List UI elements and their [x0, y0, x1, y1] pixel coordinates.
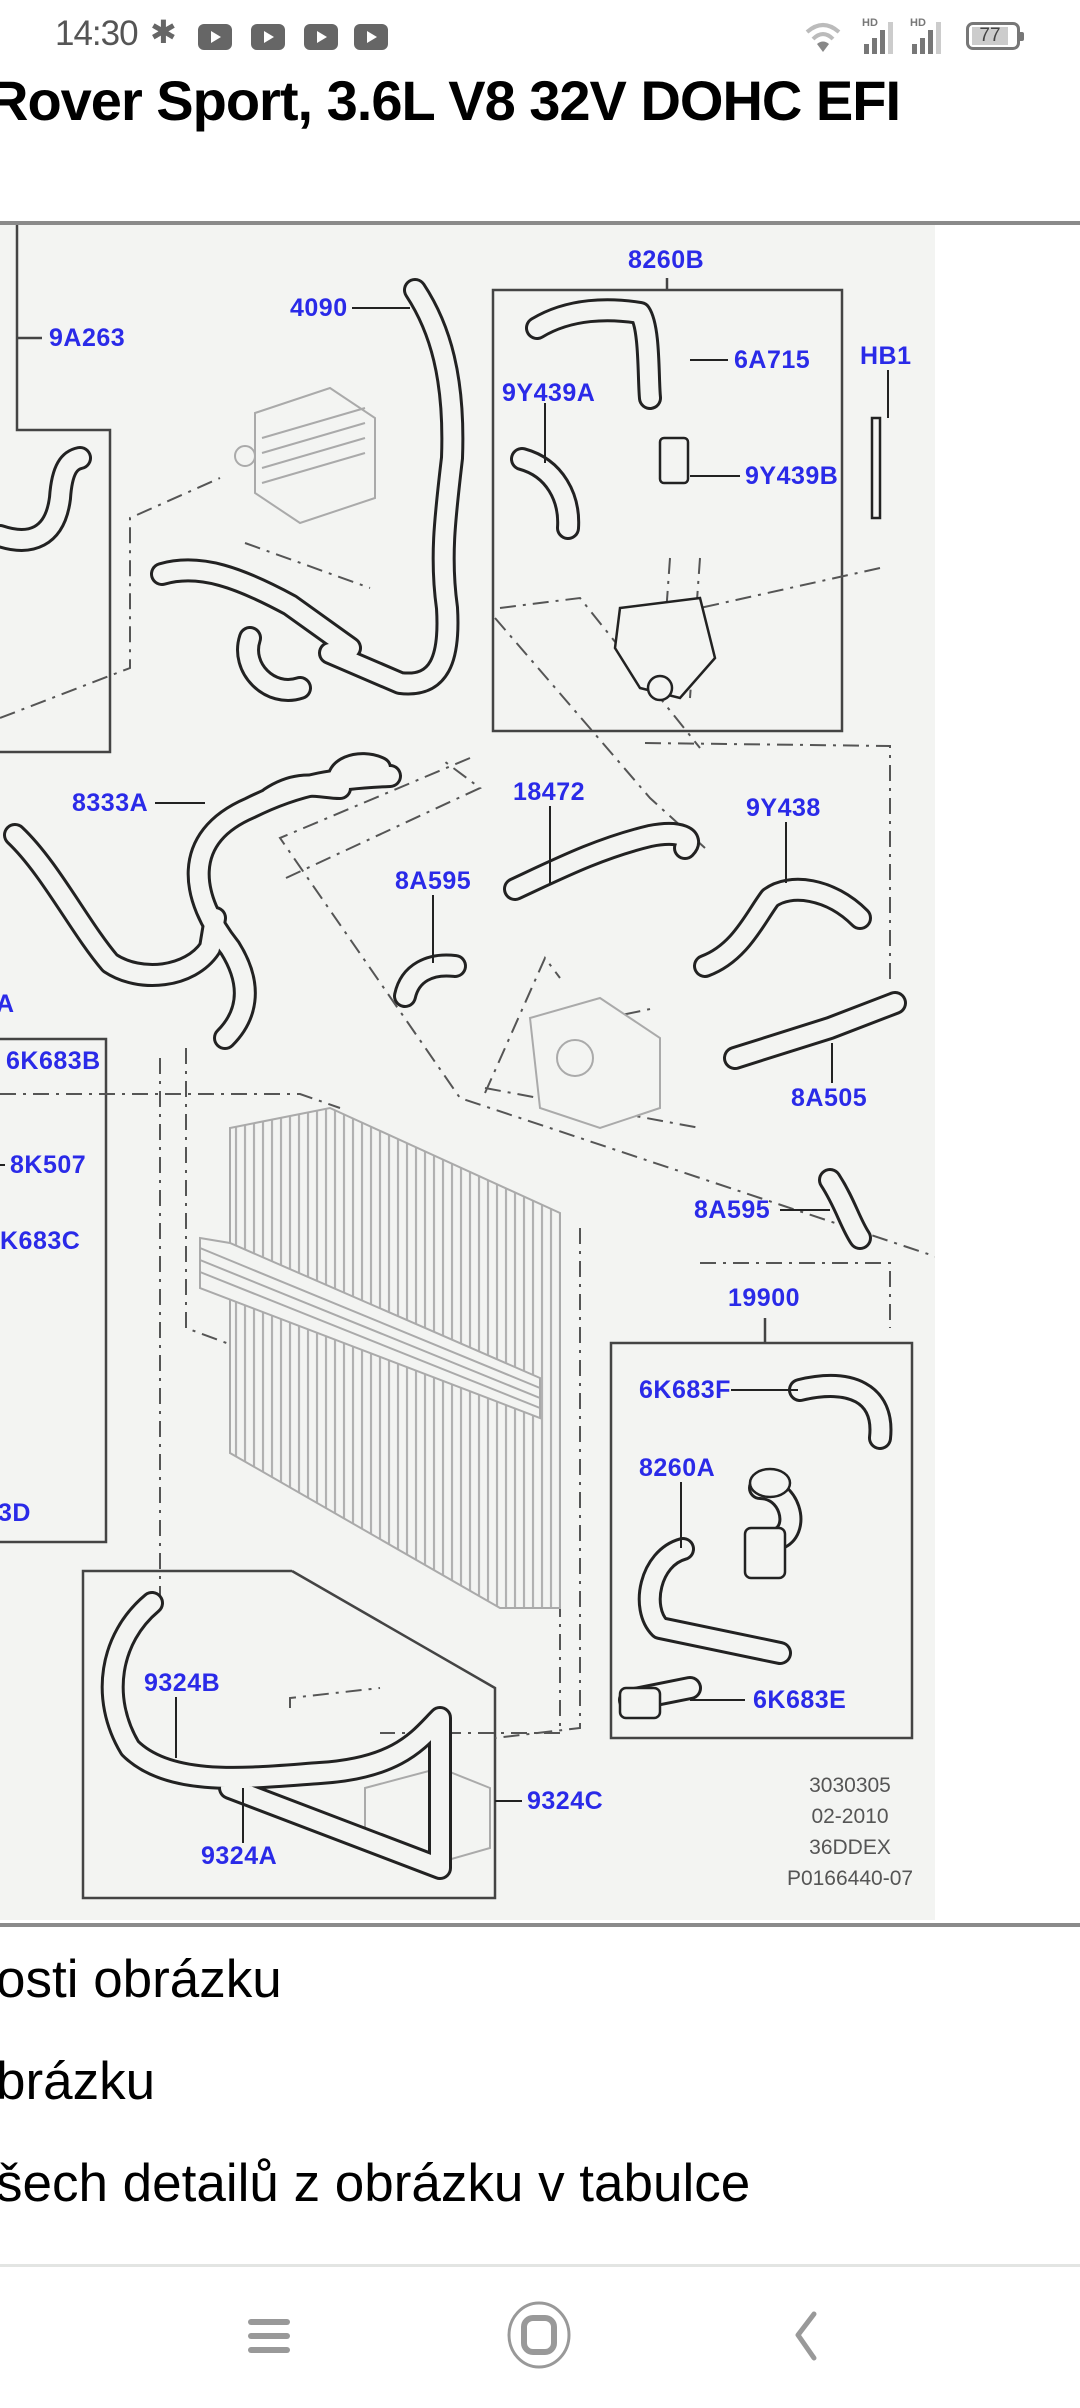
battery-level: 77 — [972, 26, 1008, 45]
part-label[interactable]: 8260B — [628, 246, 705, 274]
bolt-HB1 — [870, 416, 882, 520]
signal-icon — [862, 20, 898, 54]
bluetooth-icon: ✱ — [150, 14, 177, 50]
part-label[interactable]: 9Y439B — [745, 462, 839, 490]
parts-diagram-image[interactable]: 9A263 4090 8260B 6A715 HB1 9Y439A 9Y439B… — [0, 225, 935, 1920]
status-time: 14:30 — [55, 14, 139, 53]
page-title: Rover Sport, 3.6L V8 32V DOHC EFI — [0, 69, 901, 132]
part-label[interactable]: 9Y438 — [746, 794, 821, 822]
diagram-reference-stamp: 3030305 02-2010 36DDEX P0166440-07 — [760, 1770, 935, 1894]
signal-icon — [910, 20, 946, 54]
menu-icon — [248, 2319, 290, 2353]
part-label[interactable]: 9324A — [201, 1842, 278, 1870]
part-label[interactable]: 18472 — [513, 778, 586, 806]
image-details-table-link[interactable]: šech detailů z obrázku v tabulce — [0, 2154, 751, 2213]
part-label[interactable]: 9324B — [144, 1669, 221, 1697]
part-label[interactable]: 9A263 — [49, 324, 126, 352]
part-9Y439B — [658, 436, 690, 485]
part-label[interactable]: 8260A — [639, 1454, 716, 1482]
part-label[interactable]: 6A715 — [734, 346, 811, 374]
divider — [0, 2264, 1080, 2267]
part-label[interactable]: 8A595 — [694, 1196, 771, 1224]
signal-hd-label: HD — [862, 17, 878, 29]
stamp-line: 36DDEX — [809, 1836, 891, 1859]
water-valve — [613, 596, 717, 700]
part-label[interactable]: 9Y439A — [502, 379, 596, 407]
part-label[interactable]: A — [0, 990, 15, 1018]
menu-button[interactable] — [219, 2290, 319, 2380]
part-label[interactable]: 8K507 — [10, 1151, 87, 1179]
part-label[interactable]: K683C — [0, 1227, 81, 1255]
stamp-line: 3030305 — [809, 1774, 891, 1797]
stamp-line: P0166440-07 — [786, 1867, 914, 1890]
diagram-drawing — [0, 225, 935, 1900]
image-link[interactable]: brázku — [0, 2052, 156, 2111]
wifi-icon — [805, 23, 841, 52]
battery-icon: 77 — [966, 22, 1024, 50]
status-bar: 14:30 ✱ HD HD 77 — [0, 0, 1080, 64]
box-19900 — [609, 1341, 914, 1740]
part-label[interactable]: 8A505 — [791, 1084, 868, 1112]
box-6K683B — [0, 1037, 108, 1544]
part-label[interactable]: 6K683F — [639, 1376, 731, 1404]
youtube-icon — [354, 24, 388, 50]
part-label[interactable]: HB1 — [860, 342, 912, 370]
box-9A263 — [0, 225, 112, 754]
part-label[interactable]: 9324C — [527, 1787, 604, 1815]
box-9324 — [81, 1569, 497, 1900]
youtube-icon — [304, 24, 338, 50]
image-properties-link[interactable]: osti obrázku — [0, 1950, 282, 2009]
part-label[interactable]: 3D — [0, 1499, 31, 1527]
signal-hd-label: HD — [910, 17, 926, 29]
part-label[interactable]: 6K683E — [753, 1686, 847, 1714]
cooler-component — [254, 386, 376, 525]
stamp-line: 02-2010 — [811, 1805, 889, 1828]
part-label[interactable]: 19900 — [728, 1284, 801, 1312]
back-button[interactable] — [756, 2290, 856, 2380]
youtube-icon — [198, 24, 232, 50]
divider — [0, 1923, 1080, 1927]
part-label[interactable]: 4090 — [290, 294, 348, 322]
back-icon — [795, 2311, 817, 2361]
pump-8260A — [743, 1526, 787, 1580]
part-label[interactable]: 6K683B — [6, 1047, 101, 1075]
home-icon — [507, 2301, 571, 2369]
thermostat-housing — [528, 996, 661, 1130]
part-label[interactable]: 8333A — [72, 789, 149, 817]
home-button[interactable] — [489, 2290, 589, 2380]
part-label[interactable]: 8A595 — [395, 867, 472, 895]
youtube-icon — [251, 24, 285, 50]
divider — [0, 221, 1080, 225]
